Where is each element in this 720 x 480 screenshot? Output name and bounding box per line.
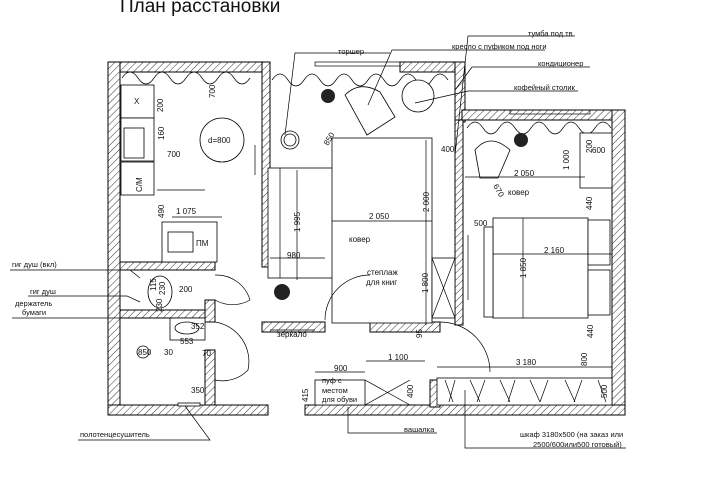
dim-label: 1 995 (293, 211, 302, 232)
callout-hanger: вашалка (404, 425, 435, 434)
bathroom (136, 275, 206, 407)
dim-label: 440 (585, 196, 594, 210)
callout-tv-stand: тумба под тв (528, 29, 573, 38)
dim-label: 1 100 (388, 353, 409, 362)
dim-label: 1 850 (519, 257, 528, 278)
washer-label: С/М (135, 177, 144, 192)
dim-label: 700 (167, 150, 181, 159)
dim-label: 700 (208, 84, 217, 98)
callout-towel-dryer: полотенцесушитель (80, 430, 150, 439)
tv-stand (579, 132, 613, 189)
sofa (267, 167, 334, 279)
dim-label: 500 (474, 219, 488, 228)
armchair (474, 140, 511, 179)
dim-label: 230 (155, 298, 164, 312)
living-room (267, 79, 456, 331)
dim-label: 3 180 (516, 358, 537, 367)
plant-icon (321, 89, 335, 103)
dim-label: 2 050 (514, 169, 535, 178)
pouf (314, 379, 366, 406)
dishwasher-label: ПМ (196, 239, 209, 248)
carpet-label: ковер (508, 188, 530, 197)
dim-label: 1 075 (176, 207, 197, 216)
bookshelf-label: для книг (366, 278, 397, 287)
dim-label: 1 800 (421, 272, 430, 293)
dim-label: 440 (586, 324, 595, 338)
dim-label: 200 (179, 285, 193, 294)
mirror-label: зеркало (277, 330, 307, 339)
dim-label: 230 (158, 281, 167, 295)
kitchen: Х С/М d=800 ПМ (120, 84, 256, 263)
carpet-label: ковер (349, 235, 371, 244)
pouf-label: местом (322, 386, 348, 395)
dim-label: 2 000 (422, 191, 431, 212)
callout-air-conditioner: кондиционер (538, 59, 583, 68)
callout-wardrobe: шкаф 3180х500 (на заказ или (520, 430, 623, 439)
dim-label: 500 (600, 384, 609, 398)
dim-label: 2 160 (544, 246, 565, 255)
dim-label: 400 (406, 384, 415, 398)
dim-label: 200 (156, 98, 165, 112)
bedroom (467, 132, 613, 319)
carpet (331, 137, 433, 324)
dim-label: 2 050 (369, 212, 390, 221)
table-diameter-label: d=800 (208, 136, 231, 145)
bed (492, 217, 589, 319)
plan-title: План расстановки (120, 0, 280, 17)
callout-coffee-table: кофейный столик (514, 83, 576, 92)
wardrobe (436, 377, 613, 406)
hall (214, 274, 613, 406)
callout-hygienic-shower: гиг душ (30, 287, 56, 296)
dim-label: 352 (191, 322, 205, 331)
dim-label: 850 (138, 348, 152, 357)
pouf-label: для обуви (322, 395, 357, 404)
pouf-label: пуф с (322, 376, 342, 385)
dim-label: 800 (580, 352, 589, 366)
sink-mark: Х (134, 97, 140, 106)
dim-label: 553 (180, 337, 194, 346)
dim-label: 670 (491, 183, 506, 200)
callout-paper-holder: держатель (15, 299, 52, 308)
callout-hygienic-shower-switch: гиг душ (вкл) (12, 260, 57, 269)
dim-label: 980 (287, 251, 301, 260)
dim-label: 200 (585, 139, 594, 153)
dining-table (199, 117, 245, 163)
dim-label: 95 (415, 329, 424, 338)
callout-paper-holder: бумаги (22, 308, 46, 317)
dimension-lines (157, 140, 612, 373)
dim-label: 350 (191, 386, 205, 395)
callout-wardrobe: 2500/600или500 готовый) (533, 440, 622, 449)
plant-icon (514, 133, 528, 147)
dim-label: 415 (301, 388, 310, 402)
dim-label: 1 000 (562, 149, 571, 170)
callout-armchair: кресло с пуфиком под ноги (452, 42, 547, 51)
bookshelf-label: степлаж (367, 268, 398, 277)
dim-label: 600 (592, 146, 606, 155)
dim-label: 900 (334, 364, 348, 373)
dim-label: 30 (164, 348, 173, 357)
coffee-table (401, 79, 435, 113)
dim-label: 490 (157, 204, 166, 218)
dim-label: 160 (157, 126, 166, 140)
callout-leaders (10, 35, 626, 449)
armchair (344, 86, 396, 136)
dim-label: 400 (441, 145, 455, 154)
callout-floor-lamp: торшер (338, 47, 364, 56)
dim-label: 70 (202, 349, 211, 358)
plant-icon (274, 284, 290, 300)
dim-label: 115 (149, 278, 158, 291)
